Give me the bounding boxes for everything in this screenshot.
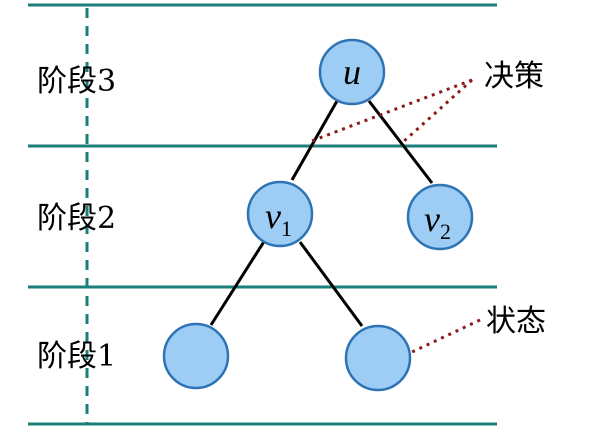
state-label: 状态 — [486, 304, 546, 339]
svg-text:v2: v2 — [424, 199, 451, 244]
decision-label: 决策 — [484, 59, 544, 94]
node-v2: v2 — [406, 183, 474, 251]
edge-v1-left — [209, 239, 267, 326]
node-v2-label: v — [424, 199, 440, 239]
node-stage1-left — [162, 322, 230, 390]
node-v1-subscript: 1 — [281, 216, 292, 241]
node-u-label: u — [343, 52, 361, 92]
edge-v1-right — [298, 241, 364, 327]
decision-pointer-1 — [308, 78, 473, 144]
edge-u-v2 — [367, 100, 434, 184]
stage-1-label: 阶段1 — [37, 339, 116, 374]
node-u: u — [318, 38, 386, 106]
node-v1-label: v — [265, 196, 281, 236]
node-stage1-right — [344, 324, 412, 392]
node-v1: v1 — [246, 180, 314, 248]
stage-2-label: 阶段2 — [37, 201, 116, 236]
state-pointer — [411, 318, 481, 354]
stage-3-label: 阶段3 — [37, 64, 116, 99]
svg-text:v1: v1 — [265, 196, 292, 241]
decision-pointer-2 — [401, 78, 474, 144]
node-v2-subscript: 2 — [440, 219, 451, 244]
